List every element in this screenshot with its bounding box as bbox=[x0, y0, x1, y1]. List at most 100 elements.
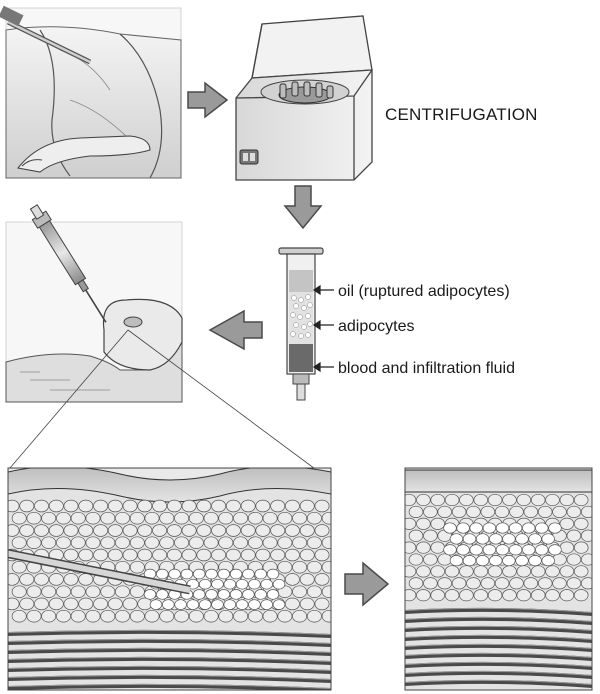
fat-cell bbox=[573, 541, 589, 554]
fat-cell bbox=[437, 505, 452, 518]
fat-cell bbox=[292, 511, 308, 525]
fat-cell bbox=[277, 560, 293, 574]
fat-cell bbox=[530, 565, 546, 578]
fat-cell bbox=[516, 493, 532, 507]
fat-cell bbox=[41, 536, 57, 549]
fat-cell bbox=[408, 577, 424, 590]
fat-cell bbox=[462, 533, 477, 545]
layer-label-adipocytes: adipocytes bbox=[338, 318, 415, 335]
fat-cell bbox=[34, 597, 49, 611]
fat-cell bbox=[522, 522, 536, 534]
fat-cell bbox=[8, 573, 20, 586]
fat-cell bbox=[262, 536, 278, 549]
fat-cell bbox=[475, 555, 490, 567]
fat-cell bbox=[34, 524, 49, 537]
grafted-fat bbox=[143, 568, 286, 610]
muscle-fiber-highlight bbox=[405, 661, 592, 667]
fat-cell bbox=[508, 544, 523, 556]
muscle-fiber bbox=[405, 607, 592, 616]
fat-cell bbox=[159, 536, 175, 549]
fat-cell bbox=[218, 609, 234, 623]
fat-cell bbox=[78, 524, 94, 537]
fat-cell bbox=[211, 548, 227, 562]
fat-cell bbox=[149, 599, 163, 610]
muscle-fiber bbox=[405, 643, 592, 652]
fat-cell bbox=[509, 505, 524, 518]
muscle-fiber-highlight bbox=[405, 643, 592, 649]
fat-cell bbox=[559, 589, 575, 602]
fat-cell bbox=[408, 553, 424, 566]
fat-cell bbox=[530, 493, 546, 507]
fat-cell bbox=[449, 555, 464, 567]
fat-cell bbox=[405, 517, 417, 530]
fat-cell bbox=[63, 573, 79, 586]
fat-cell bbox=[235, 578, 249, 590]
fat-cell bbox=[430, 493, 445, 507]
fat-cell bbox=[198, 599, 212, 610]
fat-cell bbox=[573, 565, 589, 578]
fat-cell bbox=[235, 599, 249, 610]
fat-cell bbox=[314, 524, 330, 537]
fat-cell bbox=[254, 589, 267, 600]
fat-cell bbox=[78, 548, 94, 562]
fat-cell bbox=[129, 536, 145, 549]
fat-cell bbox=[321, 609, 331, 623]
fat-cell bbox=[174, 599, 187, 610]
fat-cell bbox=[137, 499, 153, 513]
muscle-fiber-highlight bbox=[8, 665, 331, 671]
fat-cell bbox=[580, 505, 592, 518]
fat-cell bbox=[11, 609, 27, 623]
fat-cell bbox=[203, 511, 219, 525]
fat-cell bbox=[137, 524, 153, 537]
fat-cell bbox=[223, 599, 237, 610]
fat-cell bbox=[262, 511, 278, 525]
fat-cell bbox=[469, 544, 483, 556]
fat-cell bbox=[225, 499, 241, 513]
fat-cell bbox=[573, 517, 589, 530]
fat-cell bbox=[93, 548, 109, 562]
fat-cell bbox=[502, 533, 516, 545]
fat-cell bbox=[26, 511, 42, 525]
fat-cell bbox=[321, 585, 331, 598]
fat-cell bbox=[559, 493, 575, 507]
fat-cell bbox=[93, 597, 109, 611]
fat-cell bbox=[192, 589, 206, 600]
fat-cell bbox=[405, 589, 417, 602]
fat-cell bbox=[299, 548, 315, 562]
tissue-after bbox=[405, 468, 592, 690]
fat-cell bbox=[321, 560, 331, 574]
fat-cell bbox=[502, 493, 517, 507]
fat-cell bbox=[444, 493, 460, 507]
fat-cell bbox=[437, 553, 452, 566]
fat-cell bbox=[225, 524, 241, 537]
fat-cell bbox=[473, 589, 489, 602]
fat-cell bbox=[166, 548, 182, 562]
fat-cell bbox=[487, 565, 503, 578]
arrow-right-2 bbox=[344, 561, 390, 607]
fat-cell bbox=[423, 505, 438, 518]
fat-cell bbox=[100, 585, 116, 598]
fat-cell bbox=[299, 573, 315, 586]
fat-cell bbox=[416, 541, 431, 554]
fat-cell bbox=[443, 544, 457, 556]
fat-cell bbox=[416, 517, 431, 530]
fat-cell bbox=[78, 573, 94, 586]
fat-cell bbox=[494, 577, 510, 590]
fat-cell bbox=[515, 533, 529, 545]
muscle-fiber-highlight bbox=[8, 674, 331, 680]
tissue-before bbox=[8, 468, 331, 690]
fat-cell bbox=[559, 541, 575, 554]
fat-cell bbox=[247, 609, 263, 623]
fat-cell bbox=[473, 565, 489, 578]
fat-cell bbox=[552, 577, 567, 590]
fat-cell bbox=[462, 555, 477, 567]
fat-cell bbox=[48, 524, 64, 537]
fat-cell bbox=[284, 499, 300, 513]
fat-cell bbox=[277, 536, 293, 549]
fat-cell bbox=[11, 511, 27, 525]
fat-cell bbox=[580, 553, 592, 566]
fat-cell bbox=[48, 573, 64, 586]
fat-cell bbox=[495, 522, 510, 534]
fat-cell bbox=[85, 609, 101, 623]
